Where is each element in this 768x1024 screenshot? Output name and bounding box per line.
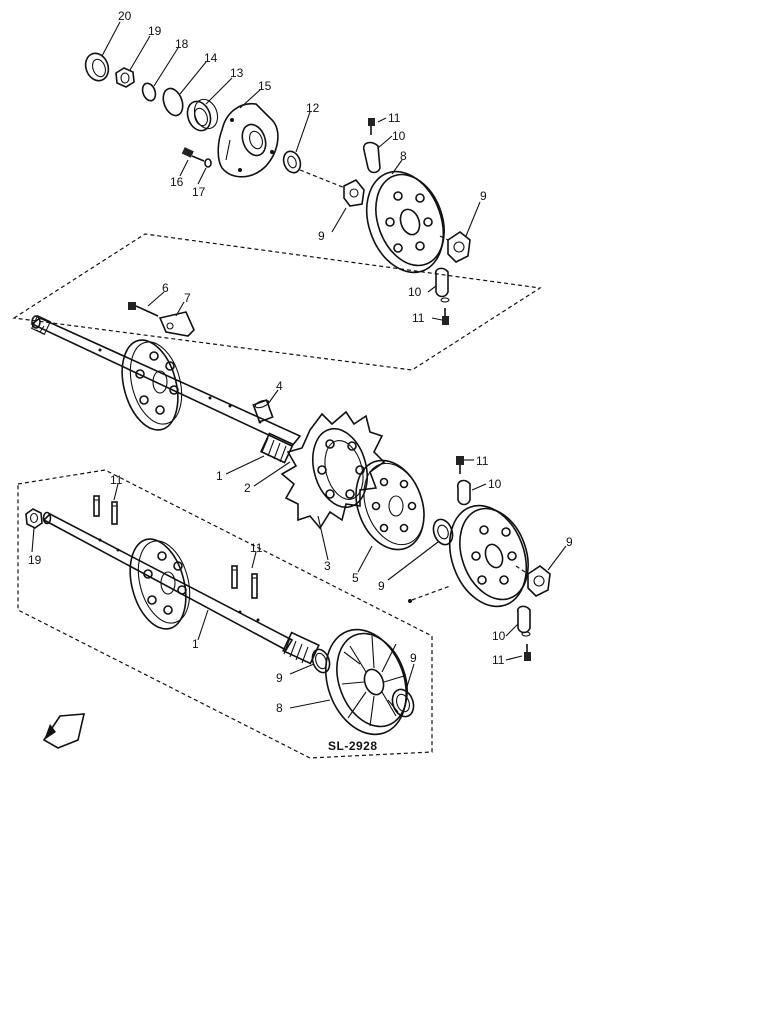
part-13-bearing xyxy=(186,98,219,132)
part-small-pin xyxy=(408,599,412,603)
callout-10-mid: 10 xyxy=(408,285,422,299)
part-9-cup-top-right xyxy=(447,231,471,263)
callout-19: 19 xyxy=(148,24,162,38)
part-14-circlip xyxy=(162,87,184,117)
callout-7: 7 xyxy=(184,291,191,305)
part-11-screw-top xyxy=(368,118,375,135)
group-outline-bottom xyxy=(17,469,433,759)
callout-12: 12 xyxy=(306,101,320,115)
part-11-pins-bottom xyxy=(93,495,118,525)
callout-20: 20 xyxy=(118,9,132,23)
part-11-screw-f xyxy=(524,644,531,661)
part-10-clip-top xyxy=(362,141,381,174)
callout-11-d: 11 xyxy=(110,473,123,487)
callout-9-f: 9 xyxy=(410,651,417,665)
callout-6: 6 xyxy=(162,281,169,295)
part-16-bolt xyxy=(181,147,205,162)
callout-13: 13 xyxy=(230,66,244,80)
part-9-cup-top-left xyxy=(343,178,365,207)
part-2-splined-section xyxy=(259,432,295,464)
callout-11-c: 11 xyxy=(476,454,489,468)
callout-5: 5 xyxy=(352,571,359,585)
callout-17: 17 xyxy=(192,185,206,199)
part-9-washer-lower-b xyxy=(391,688,415,718)
part-19-nut xyxy=(115,67,135,88)
callout-8-top: 8 xyxy=(400,149,407,163)
drawing-code: SL-2928 xyxy=(328,739,378,753)
part-1-lower-shaft xyxy=(42,511,294,652)
callout-2: 2 xyxy=(244,481,251,495)
part-12-seal xyxy=(282,150,302,174)
callout-11-f: 11 xyxy=(492,653,505,667)
fwd-arrow-icon xyxy=(42,713,86,749)
callout-10-c: 10 xyxy=(488,477,502,491)
part-10-clip-mid xyxy=(434,267,450,303)
callout-1-upper: 1 xyxy=(216,469,223,483)
axis-line-mid xyxy=(515,565,529,575)
callout-8-bottom: 8 xyxy=(276,701,283,715)
part-flange-lower xyxy=(129,538,191,630)
axis-line-mid-b xyxy=(411,585,451,601)
callout-11-e: 11 xyxy=(250,541,263,555)
callout-11-top: 11 xyxy=(388,111,401,125)
callout-10-d: 10 xyxy=(492,629,506,643)
part-1-drive-shaft xyxy=(30,314,302,447)
callout-9-e: 9 xyxy=(276,671,283,685)
callout-9-c: 9 xyxy=(378,579,385,593)
part-15-bearing-housing xyxy=(217,103,279,178)
callout-14: 14 xyxy=(204,51,218,65)
part-8-idler-wheel-top xyxy=(365,170,445,274)
fwd-label: FWD xyxy=(57,720,77,737)
part-lower-spline xyxy=(282,631,320,665)
callout-9-top-left: 9 xyxy=(318,229,325,243)
callout-11-mid: 11 xyxy=(412,311,425,325)
callout-3: 3 xyxy=(324,559,331,573)
callout-10-top: 10 xyxy=(392,129,406,143)
part-18-washer xyxy=(141,82,157,102)
part-8-idler-wheel-mid xyxy=(448,504,529,608)
callout-15: 15 xyxy=(258,79,272,93)
part-19-nut-bottom xyxy=(25,508,43,529)
part-8-idler-wheel-bottom xyxy=(324,628,408,736)
part-7-bracket xyxy=(158,311,195,337)
leader-lines xyxy=(31,21,567,709)
callout-9-top-right: 9 xyxy=(480,189,487,203)
part-20-seal xyxy=(84,52,110,82)
callout-18: 18 xyxy=(175,37,189,51)
callout-16: 16 xyxy=(170,175,184,189)
axis-line-top-b xyxy=(439,235,449,241)
group-outline-top xyxy=(12,233,542,371)
part-10-clip-d xyxy=(516,605,531,637)
part-10-clip-c xyxy=(456,479,471,506)
part-11-pins-lower xyxy=(231,565,258,599)
part-5-disc xyxy=(355,459,425,551)
part-17-washer xyxy=(204,158,212,168)
part-4-collar xyxy=(252,399,274,423)
part-11-screw-mid xyxy=(442,308,449,325)
callout-1-lower: 1 xyxy=(192,637,199,651)
part-9-cup-c2 xyxy=(527,565,551,597)
callout-4: 4 xyxy=(276,379,283,393)
axis-line-top xyxy=(299,169,346,189)
part-6-bolt xyxy=(128,302,159,317)
part-3-sprocket xyxy=(280,410,386,530)
callout-19-bottom: 19 xyxy=(28,553,42,567)
part-flange-upper xyxy=(121,339,183,431)
part-9-cup-c xyxy=(432,518,454,546)
callout-9-d: 9 xyxy=(566,535,573,549)
part-11-screw-c xyxy=(456,456,464,474)
